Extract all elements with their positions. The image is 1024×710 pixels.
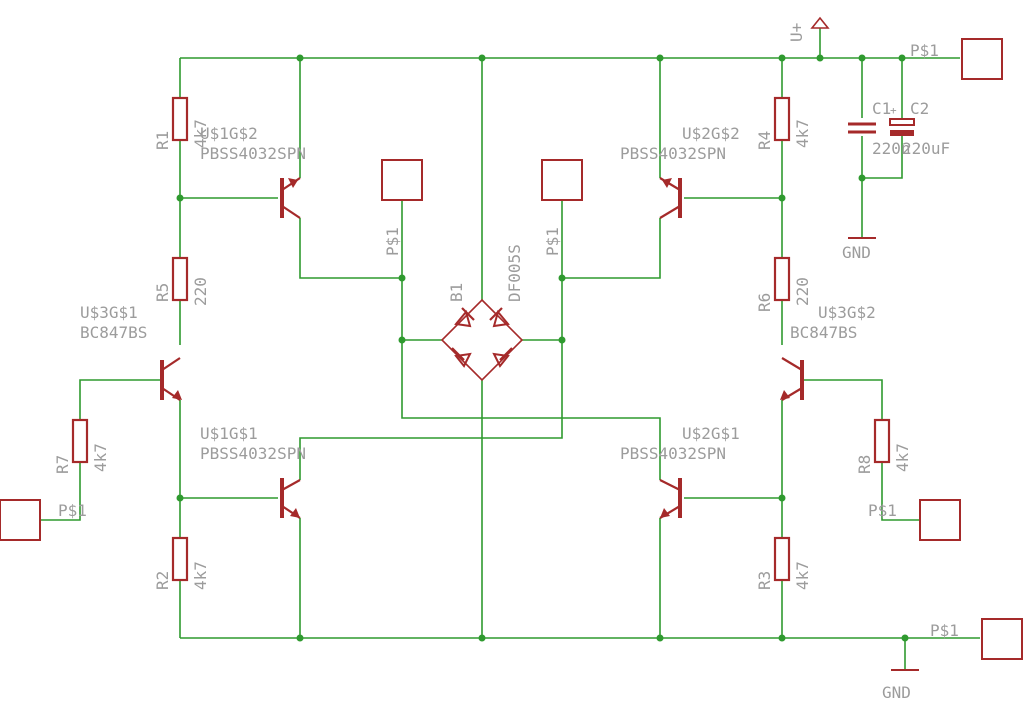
resistor-r8-value: 4k7	[893, 443, 912, 472]
pad-bottom-right-label: P$1	[930, 621, 959, 640]
resistor-r7[interactable]: R7 4k7	[53, 418, 110, 474]
resistor-r6[interactable]: R6 220	[755, 256, 812, 312]
resistor-r2-name: R2	[153, 571, 172, 590]
transistor-u3g1[interactable]: U$3G$1 BC847BS	[80, 303, 182, 401]
transistor-u1g1-part: PBSS4032SPN	[200, 444, 306, 463]
wires	[40, 28, 980, 670]
pad-right-bridge-label: P$1	[543, 227, 562, 256]
gnd-label-top: GND	[842, 243, 871, 262]
pad-left-bridge[interactable]: P$1	[381, 159, 423, 256]
capacitor-c1-value: 220n	[872, 139, 911, 158]
transistor-u3g2-name: U$3G$2	[818, 303, 876, 322]
pad-top-right[interactable]: P$1	[910, 38, 1003, 80]
transistor-u1g1[interactable]: U$1G$1 PBSS4032SPN	[200, 424, 306, 519]
resistor-r4-value: 4k7	[793, 119, 812, 148]
transistor-u3g2[interactable]: U$3G$2 BC847BS	[780, 303, 876, 401]
resistor-r7-value: 4k7	[91, 443, 110, 472]
resistor-r2-value: 4k7	[191, 561, 210, 590]
transistor-u1g2-name: U$1G$2	[200, 124, 258, 143]
transistor-u3g1-name: U$3G$1	[80, 303, 138, 322]
transistor-u1g2[interactable]: U$1G$2 PBSS4032SPN	[200, 124, 306, 219]
resistor-r1-name: R1	[153, 131, 172, 150]
vplus-symbol: U+	[787, 16, 830, 42]
bridge-rectifier-b1[interactable]: B1 DF005S	[440, 244, 524, 382]
vplus-label: U+	[787, 23, 806, 42]
capacitor-c2[interactable]: + C2 220uF	[889, 99, 950, 158]
resistor-r3-value: 4k7	[793, 561, 812, 590]
transistor-u2g2-part: PBSS4032SPN	[620, 144, 726, 163]
transistor-u2g1[interactable]: U$2G$1 PBSS4032SPN	[620, 424, 740, 519]
resistor-r6-value: 220	[793, 277, 812, 306]
resistor-r7-name: R7	[53, 455, 72, 474]
resistor-r3-name: R3	[755, 571, 774, 590]
resistor-r8-name: R8	[855, 455, 874, 474]
capacitor-c2-polarity: +	[890, 104, 897, 117]
resistor-r5-name: R5	[153, 283, 172, 302]
capacitor-c1[interactable]: C1 220n	[848, 99, 911, 158]
capacitor-c1-name: C1	[872, 99, 891, 118]
transistor-u1g2-part: PBSS4032SPN	[200, 144, 306, 163]
resistor-r4[interactable]: R4 4k7	[755, 96, 812, 150]
pad-right-label: P$1	[868, 501, 897, 520]
gnd-symbol-bottom: GND	[882, 669, 919, 702]
gnd-symbol-top: GND	[842, 237, 876, 262]
transistor-u3g2-part: BC847BS	[790, 323, 857, 342]
resistor-r1[interactable]: R1 4k7	[153, 96, 210, 150]
pad-left[interactable]: P$1	[0, 499, 87, 541]
pad-top-right-label: P$1	[910, 41, 939, 60]
pad-left-label: P$1	[58, 501, 87, 520]
bridge-name: B1	[447, 283, 466, 302]
capacitor-c2-value: 220uF	[902, 139, 950, 158]
resistor-r6-name: R6	[755, 293, 774, 312]
transistor-u3g1-part: BC847BS	[80, 323, 147, 342]
resistor-r4-name: R4	[755, 131, 774, 150]
resistor-r5-value: 220	[191, 277, 210, 306]
pad-right[interactable]: P$1	[868, 499, 961, 541]
bridge-part: DF005S	[505, 244, 524, 302]
transistor-u2g2-name: U$2G$2	[682, 124, 740, 143]
pad-left-bridge-label: P$1	[383, 227, 402, 256]
capacitor-c2-name: C2	[910, 99, 929, 118]
gnd-label-bottom: GND	[882, 683, 911, 702]
transistor-u1g1-name: U$1G$1	[200, 424, 258, 443]
transistor-u2g2[interactable]: U$2G$2 PBSS4032SPN	[620, 124, 740, 219]
junctions	[176, 54, 909, 642]
pad-bottom-right[interactable]: P$1	[930, 618, 1023, 660]
resistor-r2[interactable]: R2 4k7	[153, 536, 210, 590]
resistor-r3[interactable]: R3 4k7	[755, 536, 812, 590]
transistor-u2g1-name: U$2G$1	[682, 424, 740, 443]
transistor-u2g1-part: PBSS4032SPN	[620, 444, 726, 463]
resistor-r8[interactable]: R8 4k7	[855, 418, 912, 474]
resistor-r5[interactable]: R5 220	[153, 256, 210, 306]
pad-right-bridge[interactable]: P$1	[541, 159, 583, 256]
resistor-r1-value: 4k7	[191, 119, 210, 148]
